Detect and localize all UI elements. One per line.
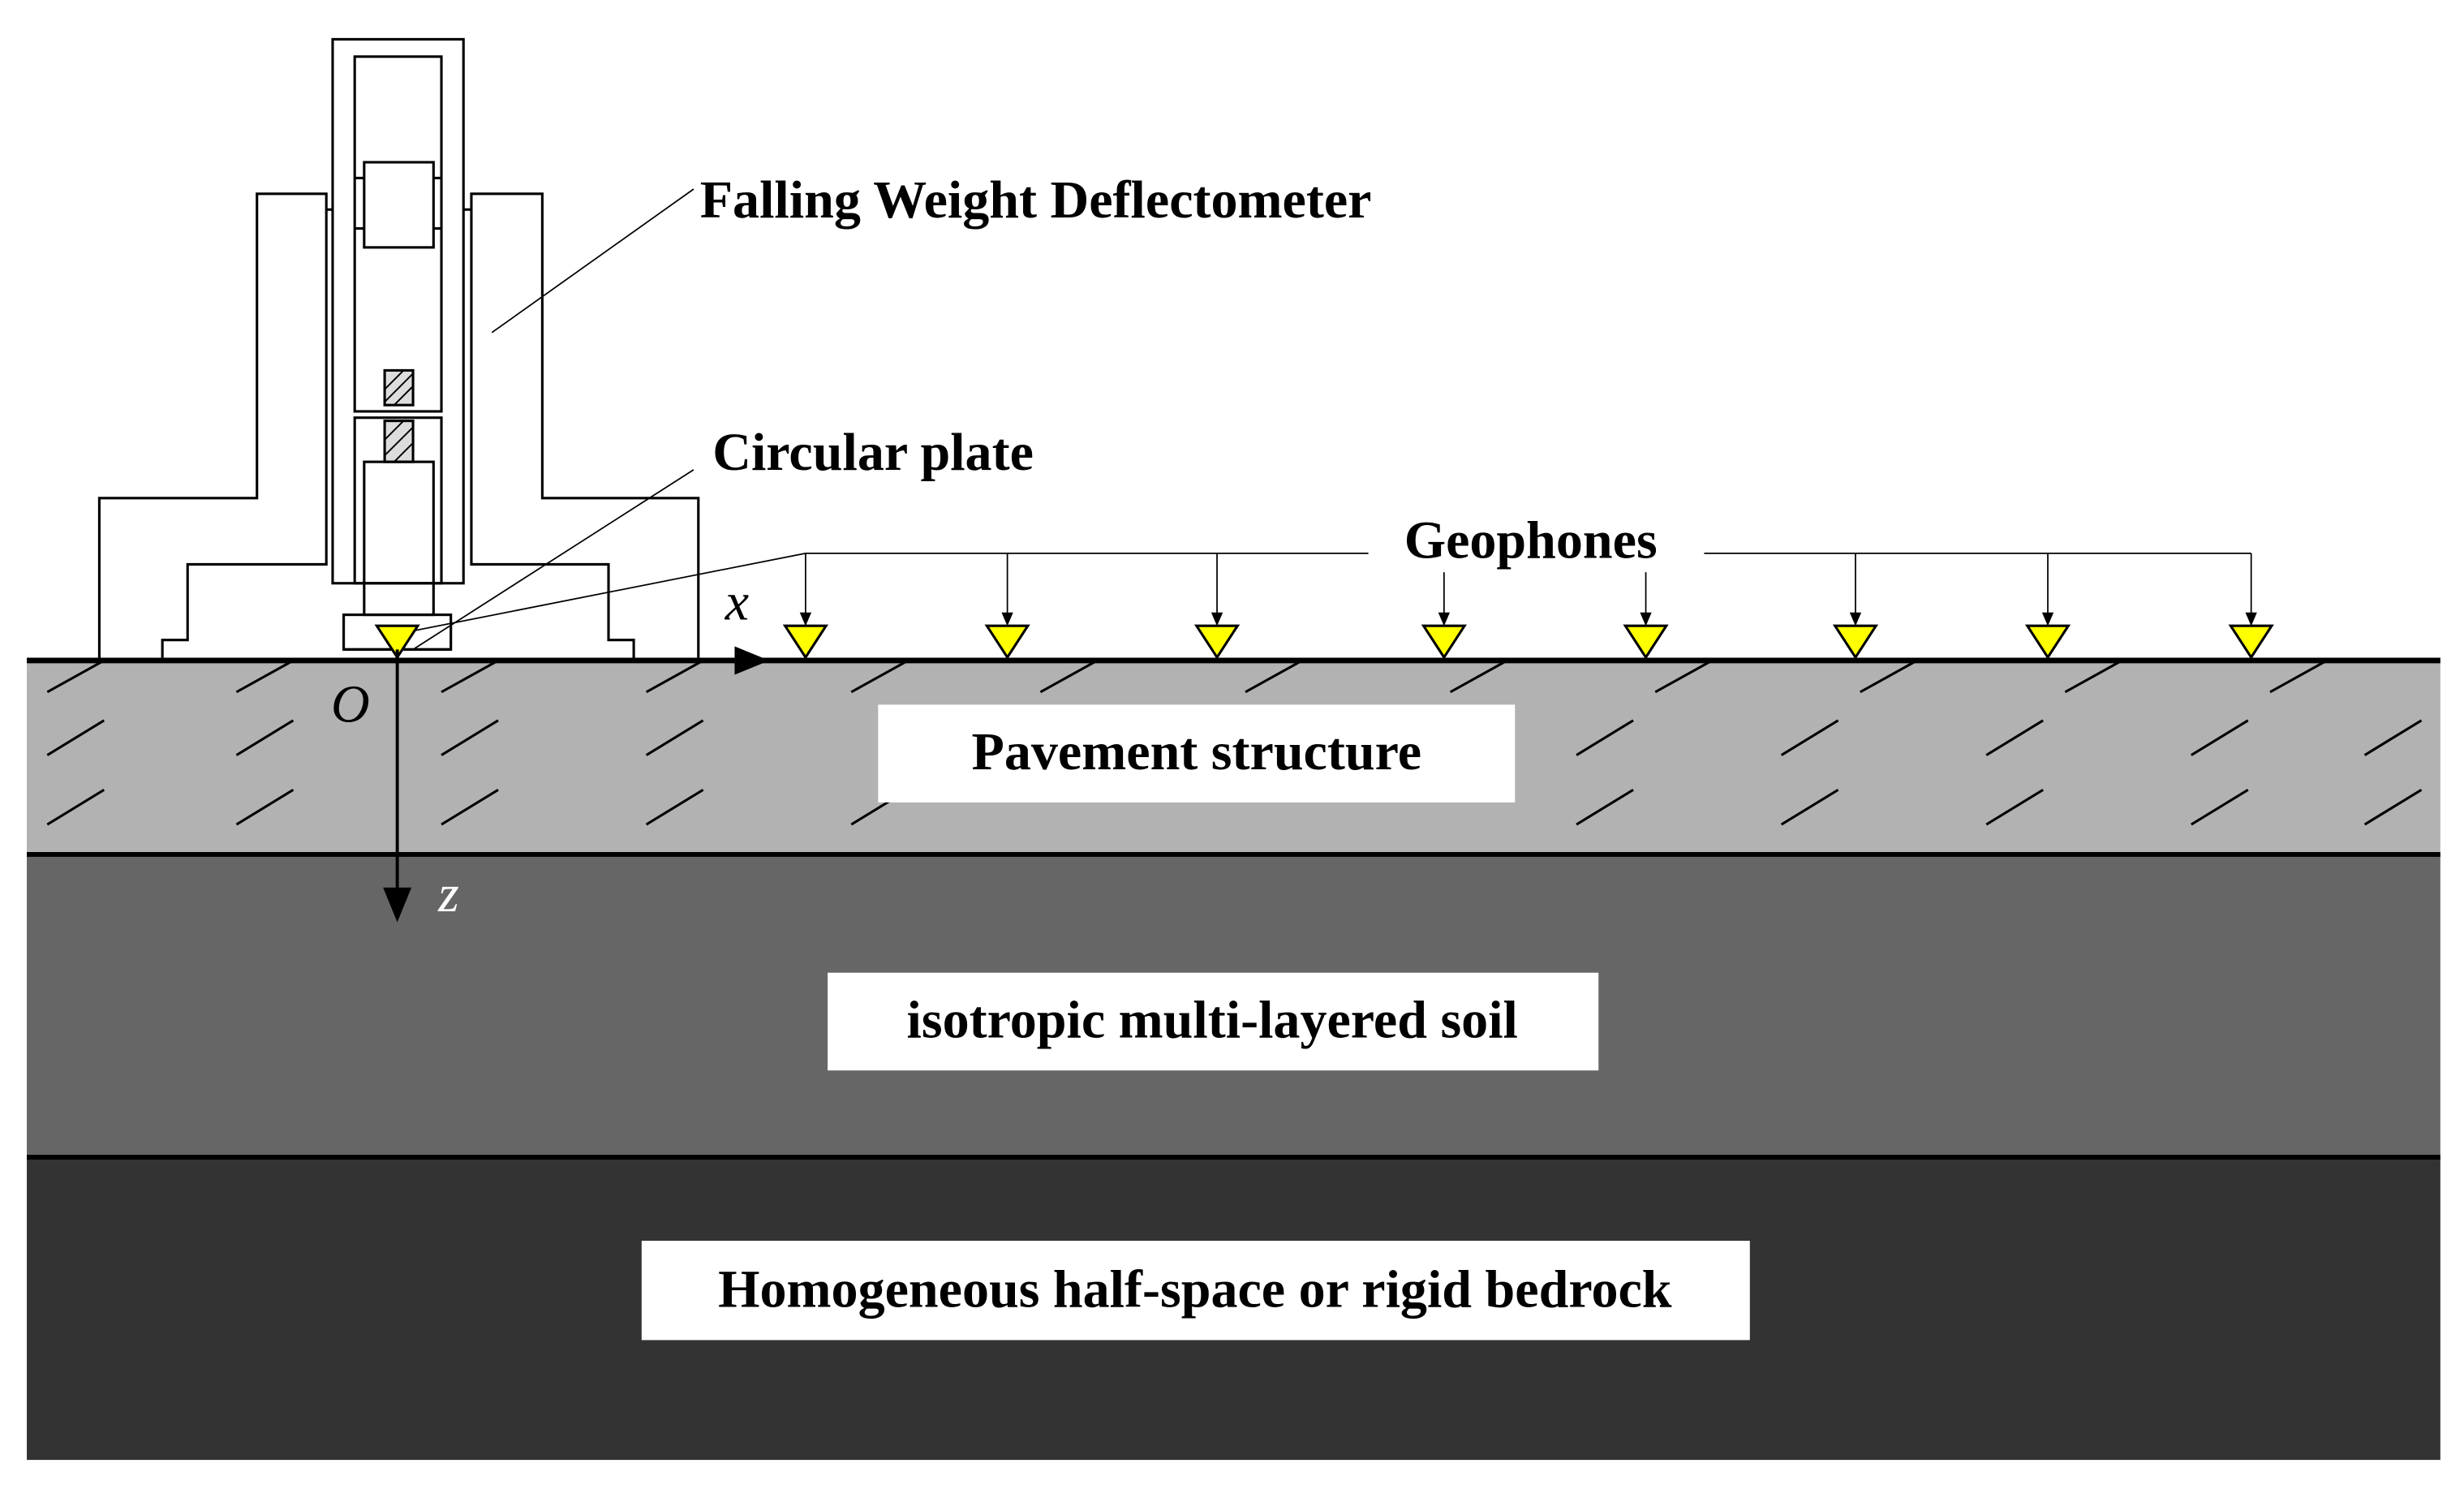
pavement-label-box bbox=[878, 704, 1516, 803]
geophone-marker bbox=[1832, 624, 1879, 660]
hatch-dash bbox=[1780, 788, 1839, 826]
fwd-label: Falling Weight Deflectometer bbox=[700, 170, 1372, 230]
hatch-dash bbox=[850, 659, 909, 694]
hatch-dash bbox=[1985, 788, 2045, 826]
geophone-drop-arrowhead bbox=[2245, 612, 2257, 626]
hatch-dash bbox=[1576, 788, 1634, 826]
bedrock-label: Homogeneous half-space or rigid bedrock bbox=[718, 1260, 1672, 1319]
hatch-dash bbox=[235, 659, 295, 694]
leader-lines bbox=[406, 188, 2257, 651]
plate-leader-line bbox=[412, 469, 694, 651]
hatch-dash bbox=[2064, 659, 2123, 694]
fwd-outer-frame-right bbox=[470, 192, 700, 662]
hatch-dash bbox=[441, 788, 499, 826]
x-axis-arrowhead bbox=[734, 646, 770, 675]
hatch-dash bbox=[46, 659, 105, 694]
hatch-dash bbox=[645, 659, 704, 694]
geophone-marker bbox=[782, 624, 829, 660]
circular-plate-label: Circular plate bbox=[712, 423, 1034, 482]
hatch-dash bbox=[2363, 719, 2423, 756]
layer-label-boxes bbox=[641, 704, 1750, 1341]
soil-label: isotropic multi-layered soil bbox=[907, 990, 1518, 1049]
hatch-dash bbox=[46, 719, 105, 756]
coordinate-axes: x z O bbox=[331, 572, 770, 923]
geophone-leader-center bbox=[406, 552, 806, 633]
soil-label-box bbox=[828, 972, 1599, 1071]
geophone-drop-arrowhead bbox=[1210, 612, 1223, 626]
hatch-dash bbox=[2191, 788, 2249, 826]
geophone-drop-arrowhead bbox=[1640, 612, 1652, 626]
z-axis-label: z bbox=[437, 864, 459, 923]
pavement-hatching bbox=[46, 659, 2423, 826]
hatch-dash bbox=[1576, 719, 1634, 756]
geophone-marker bbox=[374, 624, 420, 660]
geophone-marker bbox=[2024, 624, 2071, 660]
hatch-dash bbox=[441, 659, 499, 694]
hatch-dash bbox=[1654, 659, 1713, 694]
hatch-dash bbox=[2191, 719, 2249, 756]
geophone-drop-arrowhead bbox=[799, 612, 812, 626]
geophone-marker bbox=[984, 624, 1030, 660]
hatch-dash bbox=[235, 719, 295, 756]
hatch-dash bbox=[235, 788, 295, 826]
geophone-marker bbox=[1193, 624, 1241, 660]
fwd-inner-guide-bottom bbox=[353, 416, 443, 585]
geophone-drop-arrowhead bbox=[1001, 612, 1013, 626]
spring-hatching bbox=[384, 369, 414, 463]
hatch-dash bbox=[441, 719, 499, 756]
geophone-marker bbox=[2228, 624, 2274, 660]
hatch-dash bbox=[2269, 659, 2328, 694]
hatch-dash bbox=[1039, 659, 1099, 694]
hatch-dash bbox=[1985, 719, 2045, 756]
geophone-drop-lines bbox=[799, 553, 2257, 626]
hatch-dash bbox=[645, 719, 704, 756]
z-axis-arrowhead bbox=[383, 887, 412, 923]
hatch-dash bbox=[645, 788, 704, 826]
pavement-label: Pavement structure bbox=[972, 722, 1422, 781]
buffer-spring-bottom bbox=[383, 420, 415, 463]
geophones-label: Geophones bbox=[1404, 511, 1658, 570]
geophone-marker bbox=[1623, 624, 1669, 660]
geophone-marker bbox=[1421, 624, 1467, 660]
fwd-leader-line bbox=[491, 188, 694, 334]
geophone-drop-arrowhead bbox=[1438, 612, 1450, 626]
geophone-drop-arrowhead bbox=[1849, 612, 1862, 626]
hatch-dash bbox=[1449, 659, 1508, 694]
fwd-inner-guide-top bbox=[353, 55, 443, 413]
origin-label: O bbox=[331, 675, 370, 734]
hatch-dash bbox=[1860, 659, 1918, 694]
geophone-drop-arrowhead bbox=[2041, 612, 2054, 626]
hatch-dash bbox=[1780, 719, 1839, 756]
bedrock-label-box bbox=[641, 1241, 1750, 1341]
hatch-dash bbox=[2363, 788, 2423, 826]
x-axis-label: x bbox=[725, 572, 749, 631]
falling-weight bbox=[363, 161, 435, 249]
fwd-device bbox=[97, 37, 700, 662]
hatch-dash bbox=[1245, 659, 1303, 694]
geophone-markers bbox=[374, 624, 2274, 660]
load-column bbox=[363, 460, 435, 617]
hatch-dash bbox=[46, 788, 105, 826]
fwd-outer-frame bbox=[97, 192, 328, 662]
fwd-center-housing bbox=[331, 37, 465, 585]
